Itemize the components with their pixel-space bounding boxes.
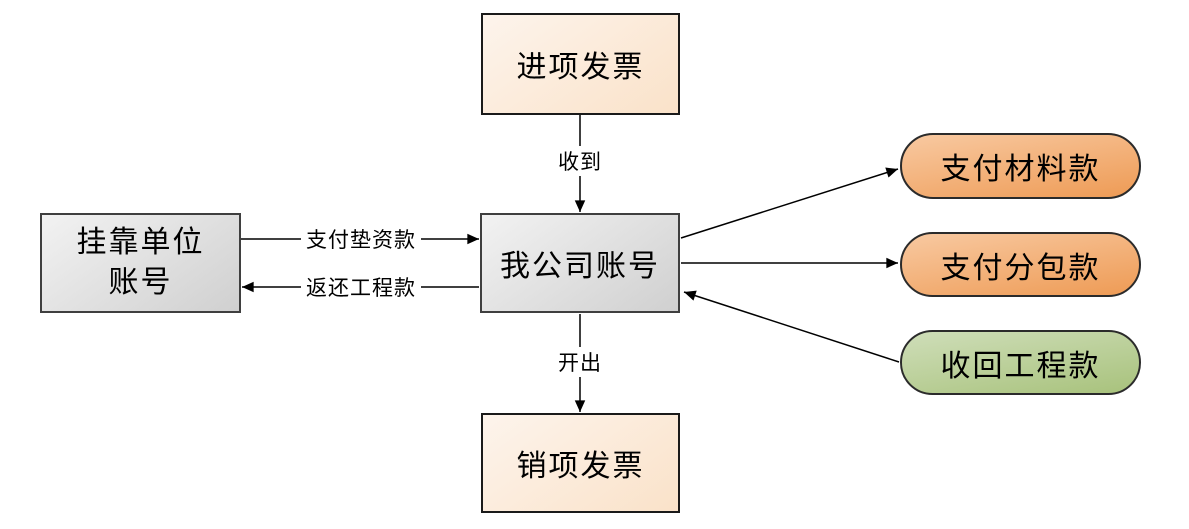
node-pay-subcontract: 支付分包款 (900, 232, 1141, 297)
node-input-invoice: 进项发票 (481, 13, 680, 115)
node-output-invoice: 销项发票 (481, 413, 680, 513)
node-pay-materials: 支付材料款 (900, 133, 1141, 199)
edge-to-materials-line (680, 167, 899, 239)
edge-from-recover-line (683, 290, 900, 363)
node-company-account: 我公司账号 (480, 213, 680, 313)
edge-label-return-project: 返还工程款 (301, 272, 421, 302)
node-recover-project: 收回工程款 (900, 330, 1141, 395)
node-affiliated-unit-account: 挂靠单位 账号 (40, 213, 241, 313)
edge-label-receive: 收到 (553, 146, 607, 176)
edge-label-pay-advance: 支付垫资款 (301, 224, 421, 254)
edge-label-issue: 开出 (553, 347, 607, 377)
